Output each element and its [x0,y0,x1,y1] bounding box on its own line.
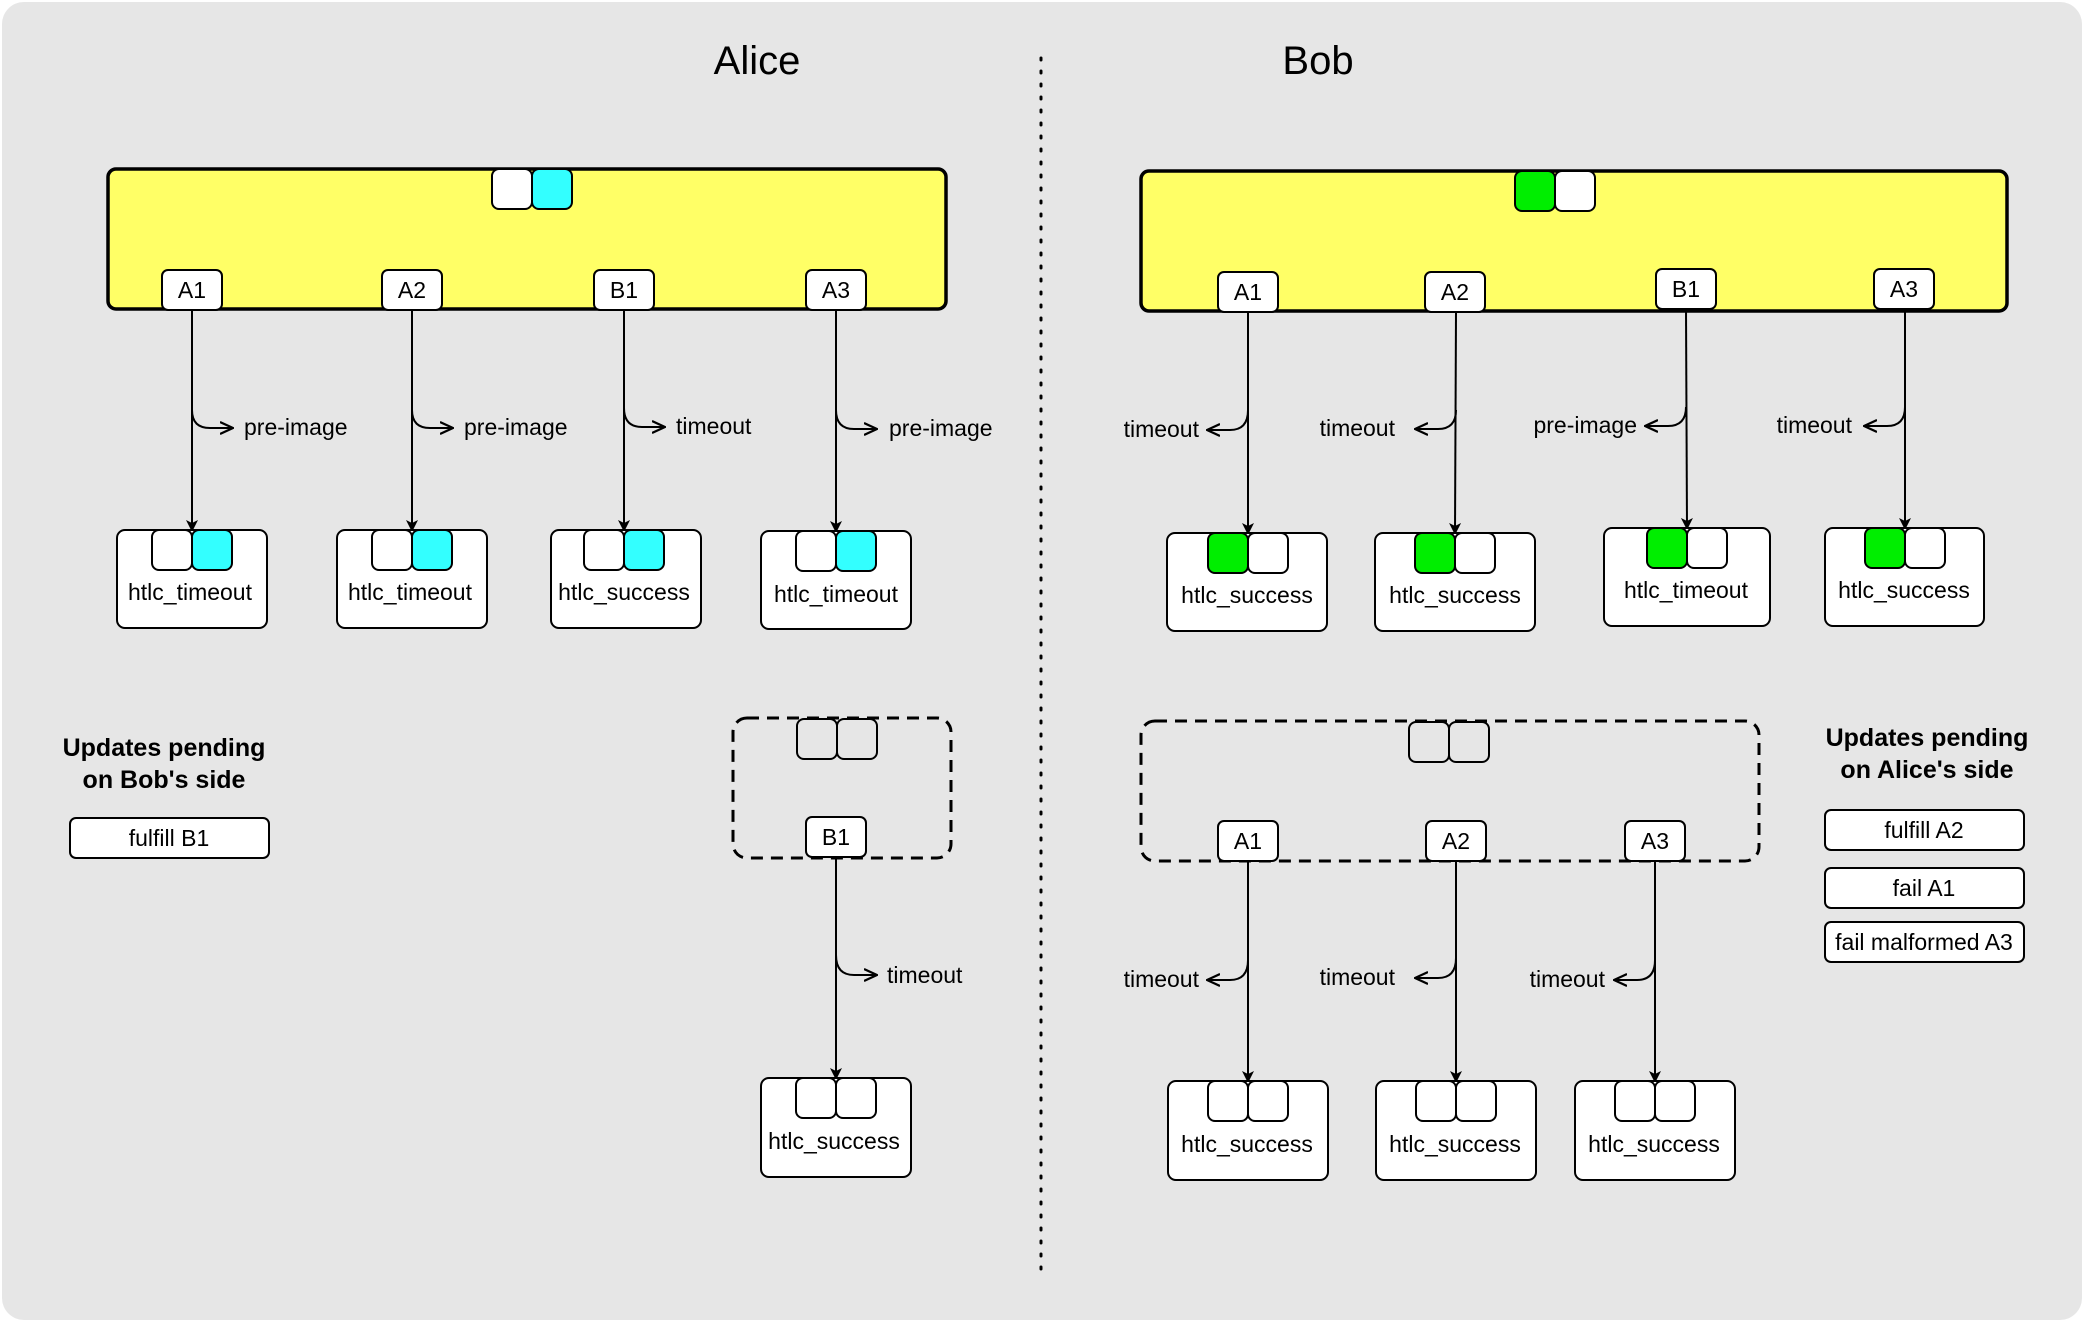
bob-commitment-key-left [1514,170,1556,212]
alice-commitment-tx [106,167,948,311]
bob-pending-item-2: fail A1 [1824,867,2025,909]
svg-text:htlc_success: htlc_success [1838,577,1970,603]
svg-text:A2: A2 [1441,279,1469,305]
svg-text:A1: A1 [1234,828,1262,854]
alice-pending-heading-line2: on Bob's side [83,766,246,794]
svg-text:fail A1: fail A1 [1893,875,1956,901]
alice-output-a2: A2 [381,269,443,311]
bob-pending-output-a3: A3 [1624,820,1686,862]
bob-pending-output-a2: A2 [1425,820,1487,862]
bob-commitment-tx [1139,169,2009,313]
alice-pending-heading-line1: Updates pending [63,734,266,762]
bob-pending-edge-label-a3: timeout [1530,966,1606,992]
bob-edge-label-b1: pre-image [1533,412,1637,438]
bob-pending-output-a1: A1 [1217,820,1279,862]
svg-text:htlc_success: htlc_success [1389,1131,1521,1157]
svg-text:A2: A2 [398,277,426,303]
svg-text:A3: A3 [1641,828,1669,854]
svg-text:B1: B1 [822,824,850,850]
svg-text:htlc_success: htlc_success [1181,582,1313,608]
bob-title: Bob [1282,39,1353,83]
alice-pending-edge-b1 [830,857,876,1080]
alice-pending-output-b1: B1 [805,816,867,858]
bob-pending-htlc-tx-1: htlc_success [1167,1080,1329,1181]
svg-text:B1: B1 [1672,276,1700,302]
svg-text:htlc_success: htlc_success [1181,1131,1313,1157]
bob-pending-htlc-tx-2: htlc_success [1375,1080,1537,1181]
svg-text:A2: A2 [1442,828,1470,854]
alice-edge-label-a2: pre-image [464,414,568,440]
bob-output-a2: A2 [1424,271,1486,313]
alice-commitment-key-left [491,168,533,210]
alice-edge-label-a1: pre-image [244,414,348,440]
alice-htlc-tx-2: htlc_timeout [336,529,488,629]
svg-text:htlc_timeout: htlc_timeout [348,579,473,605]
bob-edge-b1 [1646,308,1693,530]
bob-edge-label-a1: timeout [1124,416,1200,442]
bob-htlc-tx-4: htlc_success [1824,527,1985,627]
bob-pending-edge-label-a2: timeout [1320,964,1396,990]
svg-text:fulfill B1: fulfill B1 [129,825,210,851]
alice-htlc-tx-4: htlc_timeout [760,530,912,630]
alice-edge-b1 [618,310,664,532]
alice-htlc-tx-3: htlc_success [550,529,702,629]
alice-edge-a2 [406,310,452,532]
bob-output-a1: A1 [1217,271,1279,313]
alice-edge-label-b1: timeout [676,413,752,439]
bob-pending-item-1: fulfill A2 [1824,809,2025,851]
bob-output-a3: A3 [1873,268,1935,310]
svg-text:htlc_success: htlc_success [558,579,690,605]
alice-edge-a1 [186,310,232,532]
bob-pending-item-3: fail malformed A3 [1824,921,2025,963]
bob-pending-edge-a2 [1416,861,1462,1083]
bob-pending-edge-a3 [1615,861,1661,1083]
bob-pending-edge-label-a1: timeout [1124,966,1200,992]
bob-htlc-tx-1: htlc_success [1166,532,1328,632]
bob-edge-a2 [1416,311,1462,535]
svg-text:A3: A3 [1890,276,1918,302]
alice-title: Alice [714,39,801,83]
bob-pending-edge-a1 [1208,861,1254,1083]
bob-output-b1: B1 [1655,268,1717,310]
bob-htlc-tx-2: htlc_success [1374,532,1536,632]
bob-edge-a1 [1208,312,1254,535]
svg-text:A1: A1 [178,277,206,303]
bob-edge-label-a2: timeout [1320,415,1396,441]
alice-output-a1: A1 [161,269,223,311]
svg-text:htlc_success: htlc_success [1588,1131,1720,1157]
alice-output-b1: B1 [593,269,655,311]
alice-pending-edge-label-b1: timeout [887,962,963,988]
alice-pending-item: fulfill B1 [69,817,270,859]
svg-text:A3: A3 [822,277,850,303]
svg-text:fail malformed A3: fail malformed A3 [1835,929,2013,955]
svg-text:htlc_timeout: htlc_timeout [774,581,899,607]
bob-htlc-tx-3: htlc_timeout [1603,527,1771,627]
svg-text:htlc_timeout: htlc_timeout [128,579,253,605]
bob-edge-label-a3: timeout [1777,412,1853,438]
svg-text:htlc_success: htlc_success [1389,582,1521,608]
alice-htlc-tx-1: htlc_timeout [116,529,268,629]
alice-output-a3: A3 [805,269,867,311]
svg-text:A1: A1 [1234,279,1262,305]
svg-text:htlc_success: htlc_success [768,1128,900,1154]
alice-commitment-key-right [531,168,573,210]
alice-edge-label-a3: pre-image [889,415,993,441]
bob-pending-htlc-tx-3: htlc_success [1574,1080,1736,1181]
svg-text:B1: B1 [610,277,638,303]
svg-text:fulfill A2: fulfill A2 [1884,817,1963,843]
bob-edge-a3 [1865,309,1911,530]
bob-commitment-key-right [1554,170,1596,212]
alice-edge-a3 [830,310,876,533]
alice-pending-htlc-tx: htlc_success [760,1077,912,1178]
bob-pending-heading-line2: on Alice's side [1840,756,2013,784]
bob-pending-heading-line1: Updates pending [1826,724,2029,752]
svg-text:htlc_timeout: htlc_timeout [1624,577,1749,603]
